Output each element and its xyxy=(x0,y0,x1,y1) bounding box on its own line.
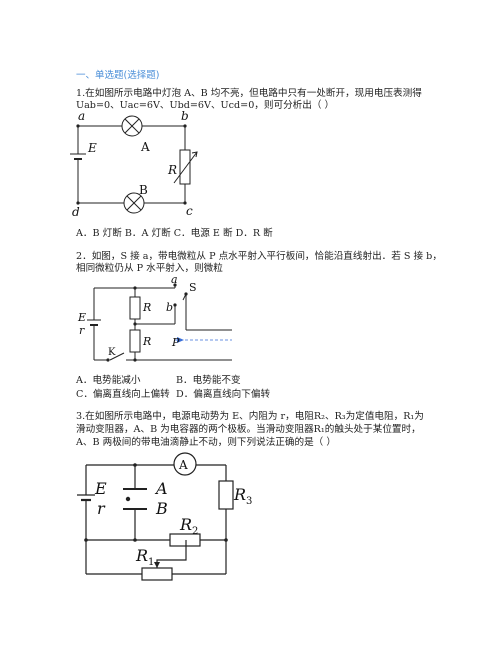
q2-text-line1: 2．如图，S 接 a，带电微粒从 P 点水平射入平行板间，恰能沿直线射出．若 S… xyxy=(76,251,442,262)
q2-label-E: E xyxy=(77,311,86,324)
q2-label-S: S xyxy=(189,281,197,294)
section-title: 一、单选题(选择题) xyxy=(76,70,160,81)
q1-label-lamp-B: B xyxy=(139,183,148,197)
q1-text-line2: Uab=0、Uac=6V、Ubd=6V、Ucd=0，则可分析出（ ） xyxy=(76,100,335,111)
q1-label-E: E xyxy=(87,141,97,155)
q3-label-plate-B: B xyxy=(155,499,168,518)
q2-label-r: r xyxy=(79,324,85,337)
q2-label-P: P xyxy=(171,336,180,349)
q3-text-line3: A、B 两极间的带电油滴静止不动，则下列说法正确的是（ ） xyxy=(76,437,336,448)
q2-text-line2: 相同微粒仍从 P 水平射入，则微粒 xyxy=(76,263,223,274)
q1-label-a: a xyxy=(78,109,85,123)
q1-label-b: b xyxy=(181,109,189,123)
q3-label-R1: R1 xyxy=(135,546,154,568)
q2-label-a: a xyxy=(171,273,178,286)
q3-label-E: E xyxy=(94,479,107,498)
q2-option-d: D．偏离直线向下偏转 xyxy=(176,389,271,400)
q1-label-lamp-A: A xyxy=(140,140,150,154)
q2-label-R-top: R xyxy=(142,301,151,314)
q1-label-R: R xyxy=(167,163,177,177)
q1-label-d: d xyxy=(72,205,80,219)
q2-label-K: K xyxy=(108,347,116,358)
q1-label-c: c xyxy=(186,204,193,218)
q2-option-c: C．偏离直线向上偏转 xyxy=(76,389,170,400)
q3-label-R3: R3 xyxy=(233,485,252,507)
q3-text-line1: 3.在如图所示电路中，电源电动势为 E、内阻为 r，电阻R₂、R₃为定值电阻，R… xyxy=(76,411,424,422)
q2-option-b: B．电势能不变 xyxy=(176,375,241,386)
q2-label-b: b xyxy=(166,301,173,314)
q2-option-a: A．电势能减小 xyxy=(76,375,141,386)
q3-label-plate-A: A xyxy=(154,479,168,498)
q3-label-R2: R2 xyxy=(179,515,198,537)
q3-text-line2: 滑动变阻器，A、B 为电容器的两个极板。当滑动变阻器R₁的触头处于某位置时， xyxy=(76,424,421,435)
q3-label-r: r xyxy=(97,499,106,518)
q3-ammeter-label: A xyxy=(178,458,188,472)
q1-text-line1: 1.在如图所示电路中灯泡 A、B 均不亮，但电路中只有一处断开，现用电压表测得 xyxy=(76,88,422,99)
q1-options: A．B 灯断 B．A 灯断 C．电源 E 断 D．R 断 xyxy=(76,228,273,239)
q2-label-R-bottom: R xyxy=(142,335,151,348)
